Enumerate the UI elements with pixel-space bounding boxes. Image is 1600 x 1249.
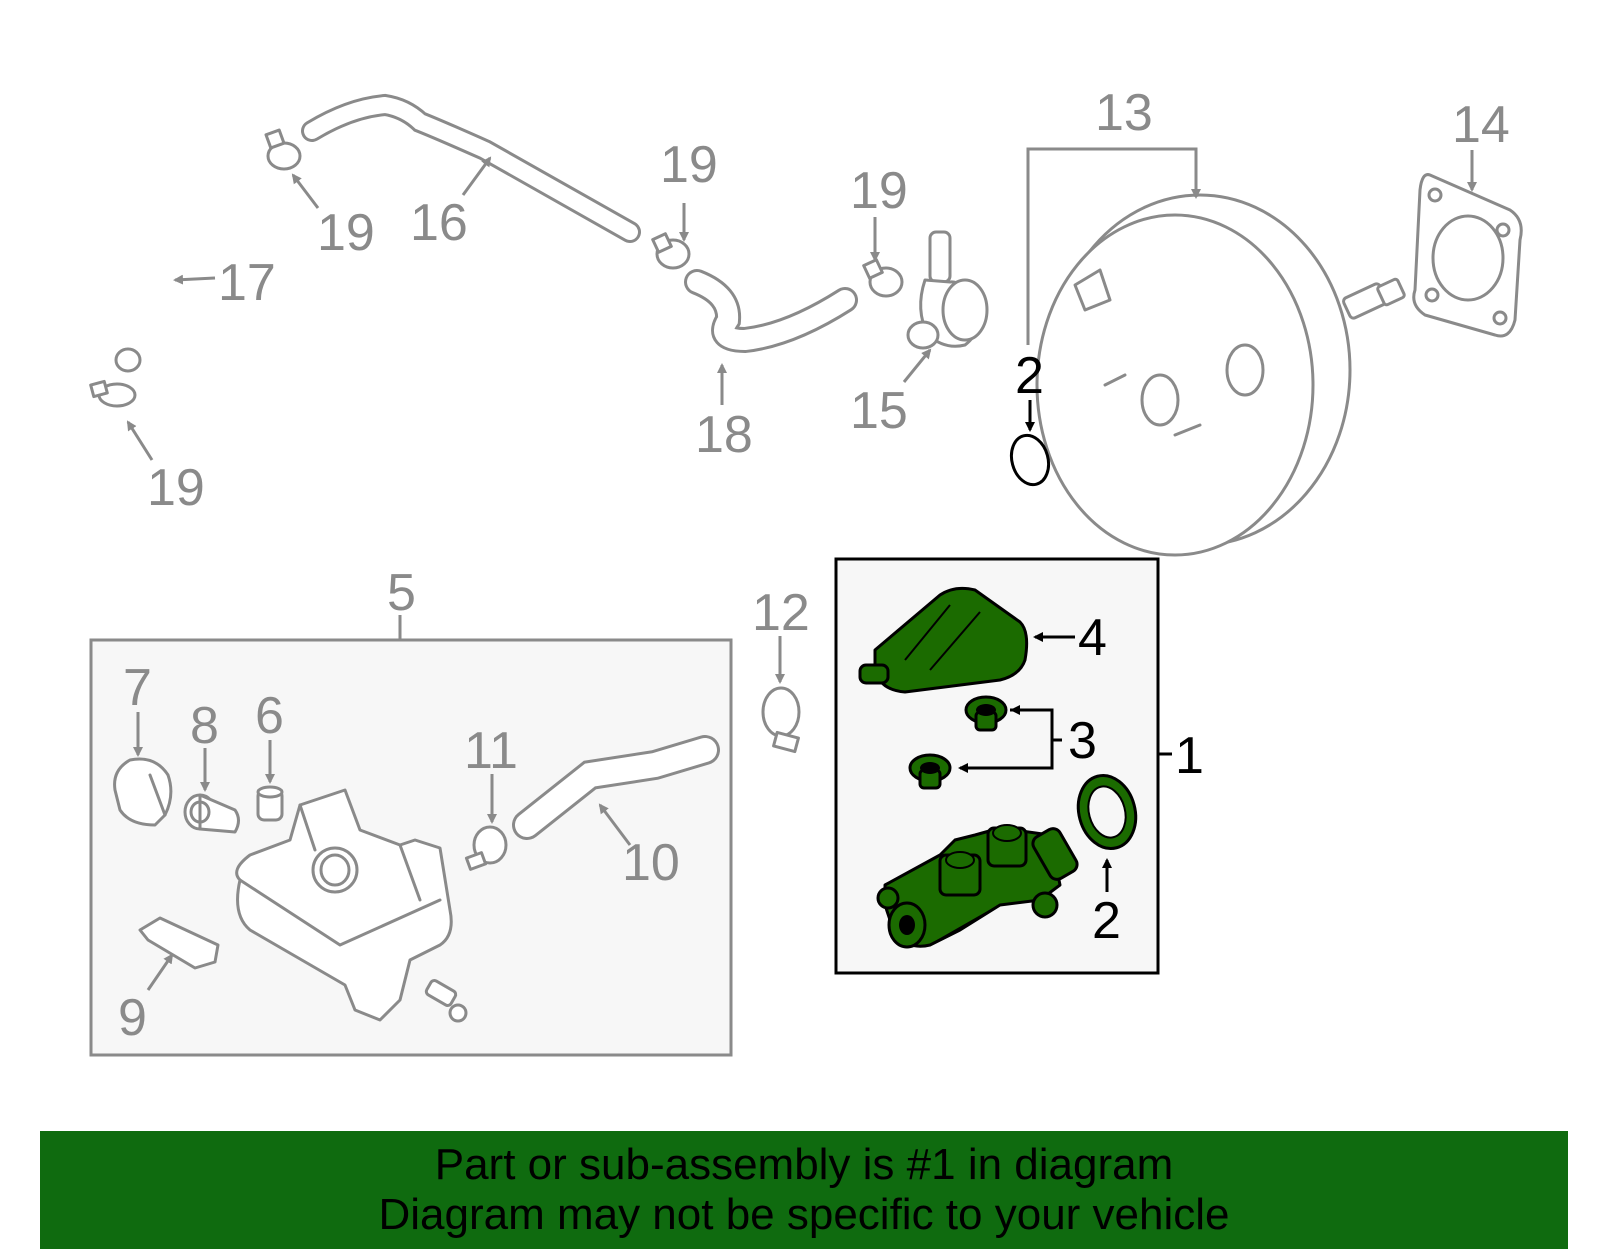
callout-2-oring: 2 xyxy=(1015,347,1044,405)
hose-clamp-12 xyxy=(761,686,801,754)
brake-master-cylinder xyxy=(876,824,1079,949)
callout-15: 15 xyxy=(850,382,908,440)
strainer-filter-8 xyxy=(183,793,240,834)
callout-17: 17 xyxy=(218,254,276,312)
callout-1: 1 xyxy=(1175,727,1204,785)
callout-19-middle: 19 xyxy=(660,136,718,194)
callout-10: 10 xyxy=(622,834,680,892)
callout-14: 14 xyxy=(1452,96,1510,154)
reservoir-hose-10 xyxy=(512,735,720,840)
callout-19-right: 19 xyxy=(850,162,908,220)
banner-line-part-number: Part or sub-assembly is #1 in diagram xyxy=(434,1140,1174,1189)
info-banner: Part or sub-assembly is #1 in diagram Di… xyxy=(40,1131,1568,1249)
callout-19-upper: 19 xyxy=(317,204,375,262)
callout-16: 16 xyxy=(410,194,468,252)
callout-7: 7 xyxy=(123,659,152,717)
callout-4: 4 xyxy=(1078,609,1107,667)
callout-2-seal: 2 xyxy=(1092,892,1121,950)
hose-clamp-19-right xyxy=(862,258,904,298)
leader-lines xyxy=(126,147,1477,991)
brake-booster-13 xyxy=(1035,193,1406,557)
callout-18: 18 xyxy=(695,406,753,464)
leader-lines-highlight xyxy=(958,400,1172,892)
callout-19-lower-left: 19 xyxy=(147,459,205,517)
o-ring-2 xyxy=(1009,433,1051,487)
booster-gasket-14 xyxy=(1412,173,1523,338)
hose-clamp-19-middle xyxy=(651,232,691,270)
callout-3: 3 xyxy=(1068,712,1097,770)
hose-clamp-11 xyxy=(464,825,508,871)
callout-labels: 13 14 16 17 19 19 19 19 18 15 2 5 12 7 8… xyxy=(118,84,1510,1047)
seal-2 xyxy=(1076,774,1138,850)
reservoir-cover-4 xyxy=(858,586,1029,694)
callout-8: 8 xyxy=(190,697,219,755)
callout-6: 6 xyxy=(255,687,284,745)
grommet-3-upper xyxy=(964,695,1008,732)
vacuum-hose-17 xyxy=(114,165,248,373)
callout-5: 5 xyxy=(387,564,416,622)
grommet-6 xyxy=(256,785,284,822)
callout-9: 9 xyxy=(118,989,147,1047)
check-valve-15 xyxy=(906,230,989,350)
vacuum-hose-18 xyxy=(684,269,858,354)
banner-line-disclaimer: Diagram may not be specific to your vehi… xyxy=(378,1190,1230,1239)
callout-12: 12 xyxy=(752,584,810,642)
reservoir-cap-7 xyxy=(113,757,173,827)
callout-11: 11 xyxy=(464,722,518,780)
hose-clamp-19-upper xyxy=(264,128,302,171)
hose-clamp-19-lower-left xyxy=(89,379,137,408)
vacuum-hose-16 xyxy=(301,93,641,243)
bracket-9 xyxy=(138,916,220,970)
callout-13: 13 xyxy=(1095,84,1153,142)
grommet-3-lower xyxy=(908,753,952,790)
brake-fluid-reservoir xyxy=(235,788,468,1023)
